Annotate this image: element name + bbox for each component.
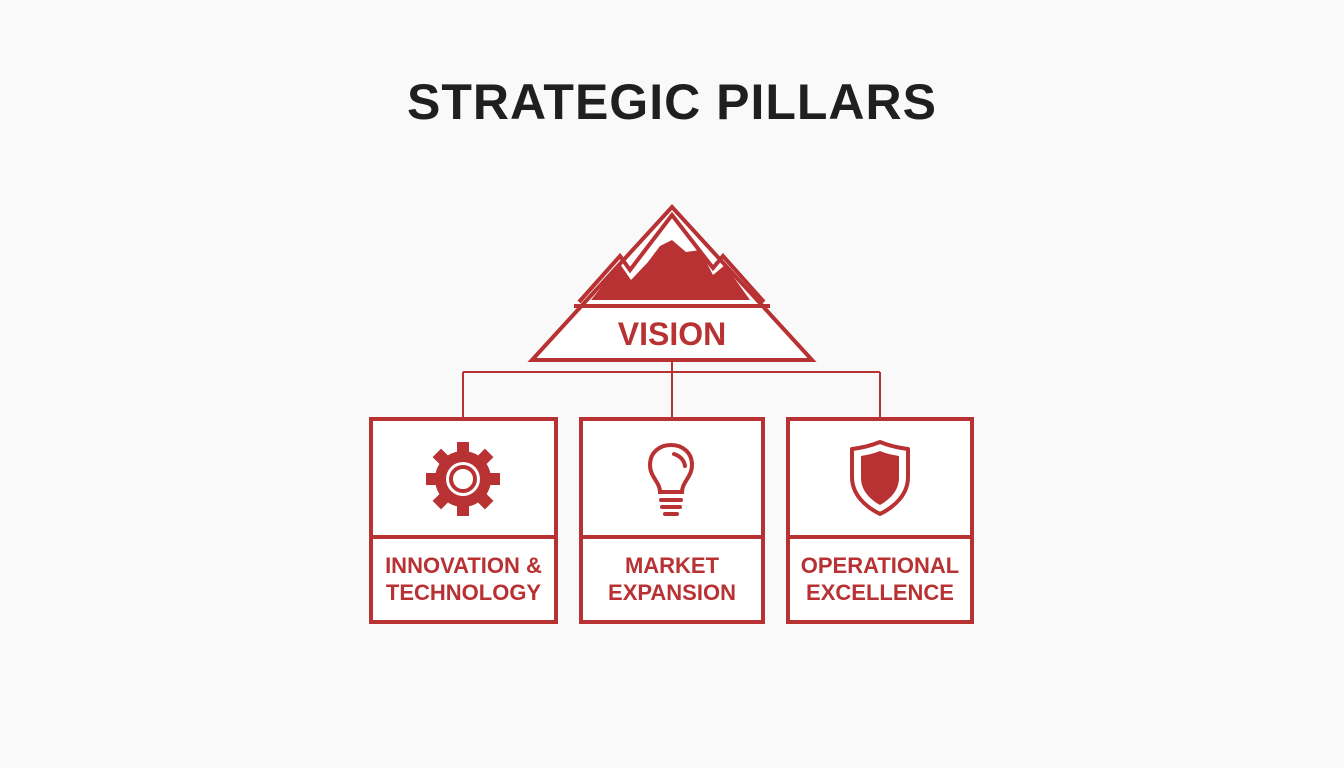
vision-label: VISION xyxy=(618,316,726,352)
pillar-label-market-line1: MARKET xyxy=(624,553,720,578)
diagram-title: STRATEGIC PILLARS xyxy=(407,74,937,130)
pillar-label-innovation: INNOVATION & TECHNOLOGY xyxy=(371,552,556,606)
lightbulb-icon xyxy=(647,442,695,516)
pillar-label-market-line2: EXPANSION xyxy=(608,580,736,605)
pillar-label-market: MARKET EXPANSION xyxy=(581,552,763,606)
pillar-label-operational-line2: EXCELLENCE xyxy=(806,580,954,605)
pillar-operational xyxy=(786,417,974,624)
pillar-label-innovation-line1: INNOVATION & xyxy=(385,553,542,578)
pillar-market xyxy=(579,417,765,624)
mountain-icon xyxy=(577,211,766,304)
pillar-label-innovation-line2: TECHNOLOGY xyxy=(385,580,542,605)
vision-node: VISION xyxy=(527,204,817,362)
pillar-label-operational: OPERATIONAL EXCELLENCE xyxy=(788,552,972,606)
gear-icon xyxy=(426,442,500,516)
connector-lines xyxy=(462,360,881,419)
pillar-innovation xyxy=(369,417,558,624)
shield-icon xyxy=(850,440,910,516)
pillar-label-operational-line1: OPERATIONAL xyxy=(800,553,960,578)
